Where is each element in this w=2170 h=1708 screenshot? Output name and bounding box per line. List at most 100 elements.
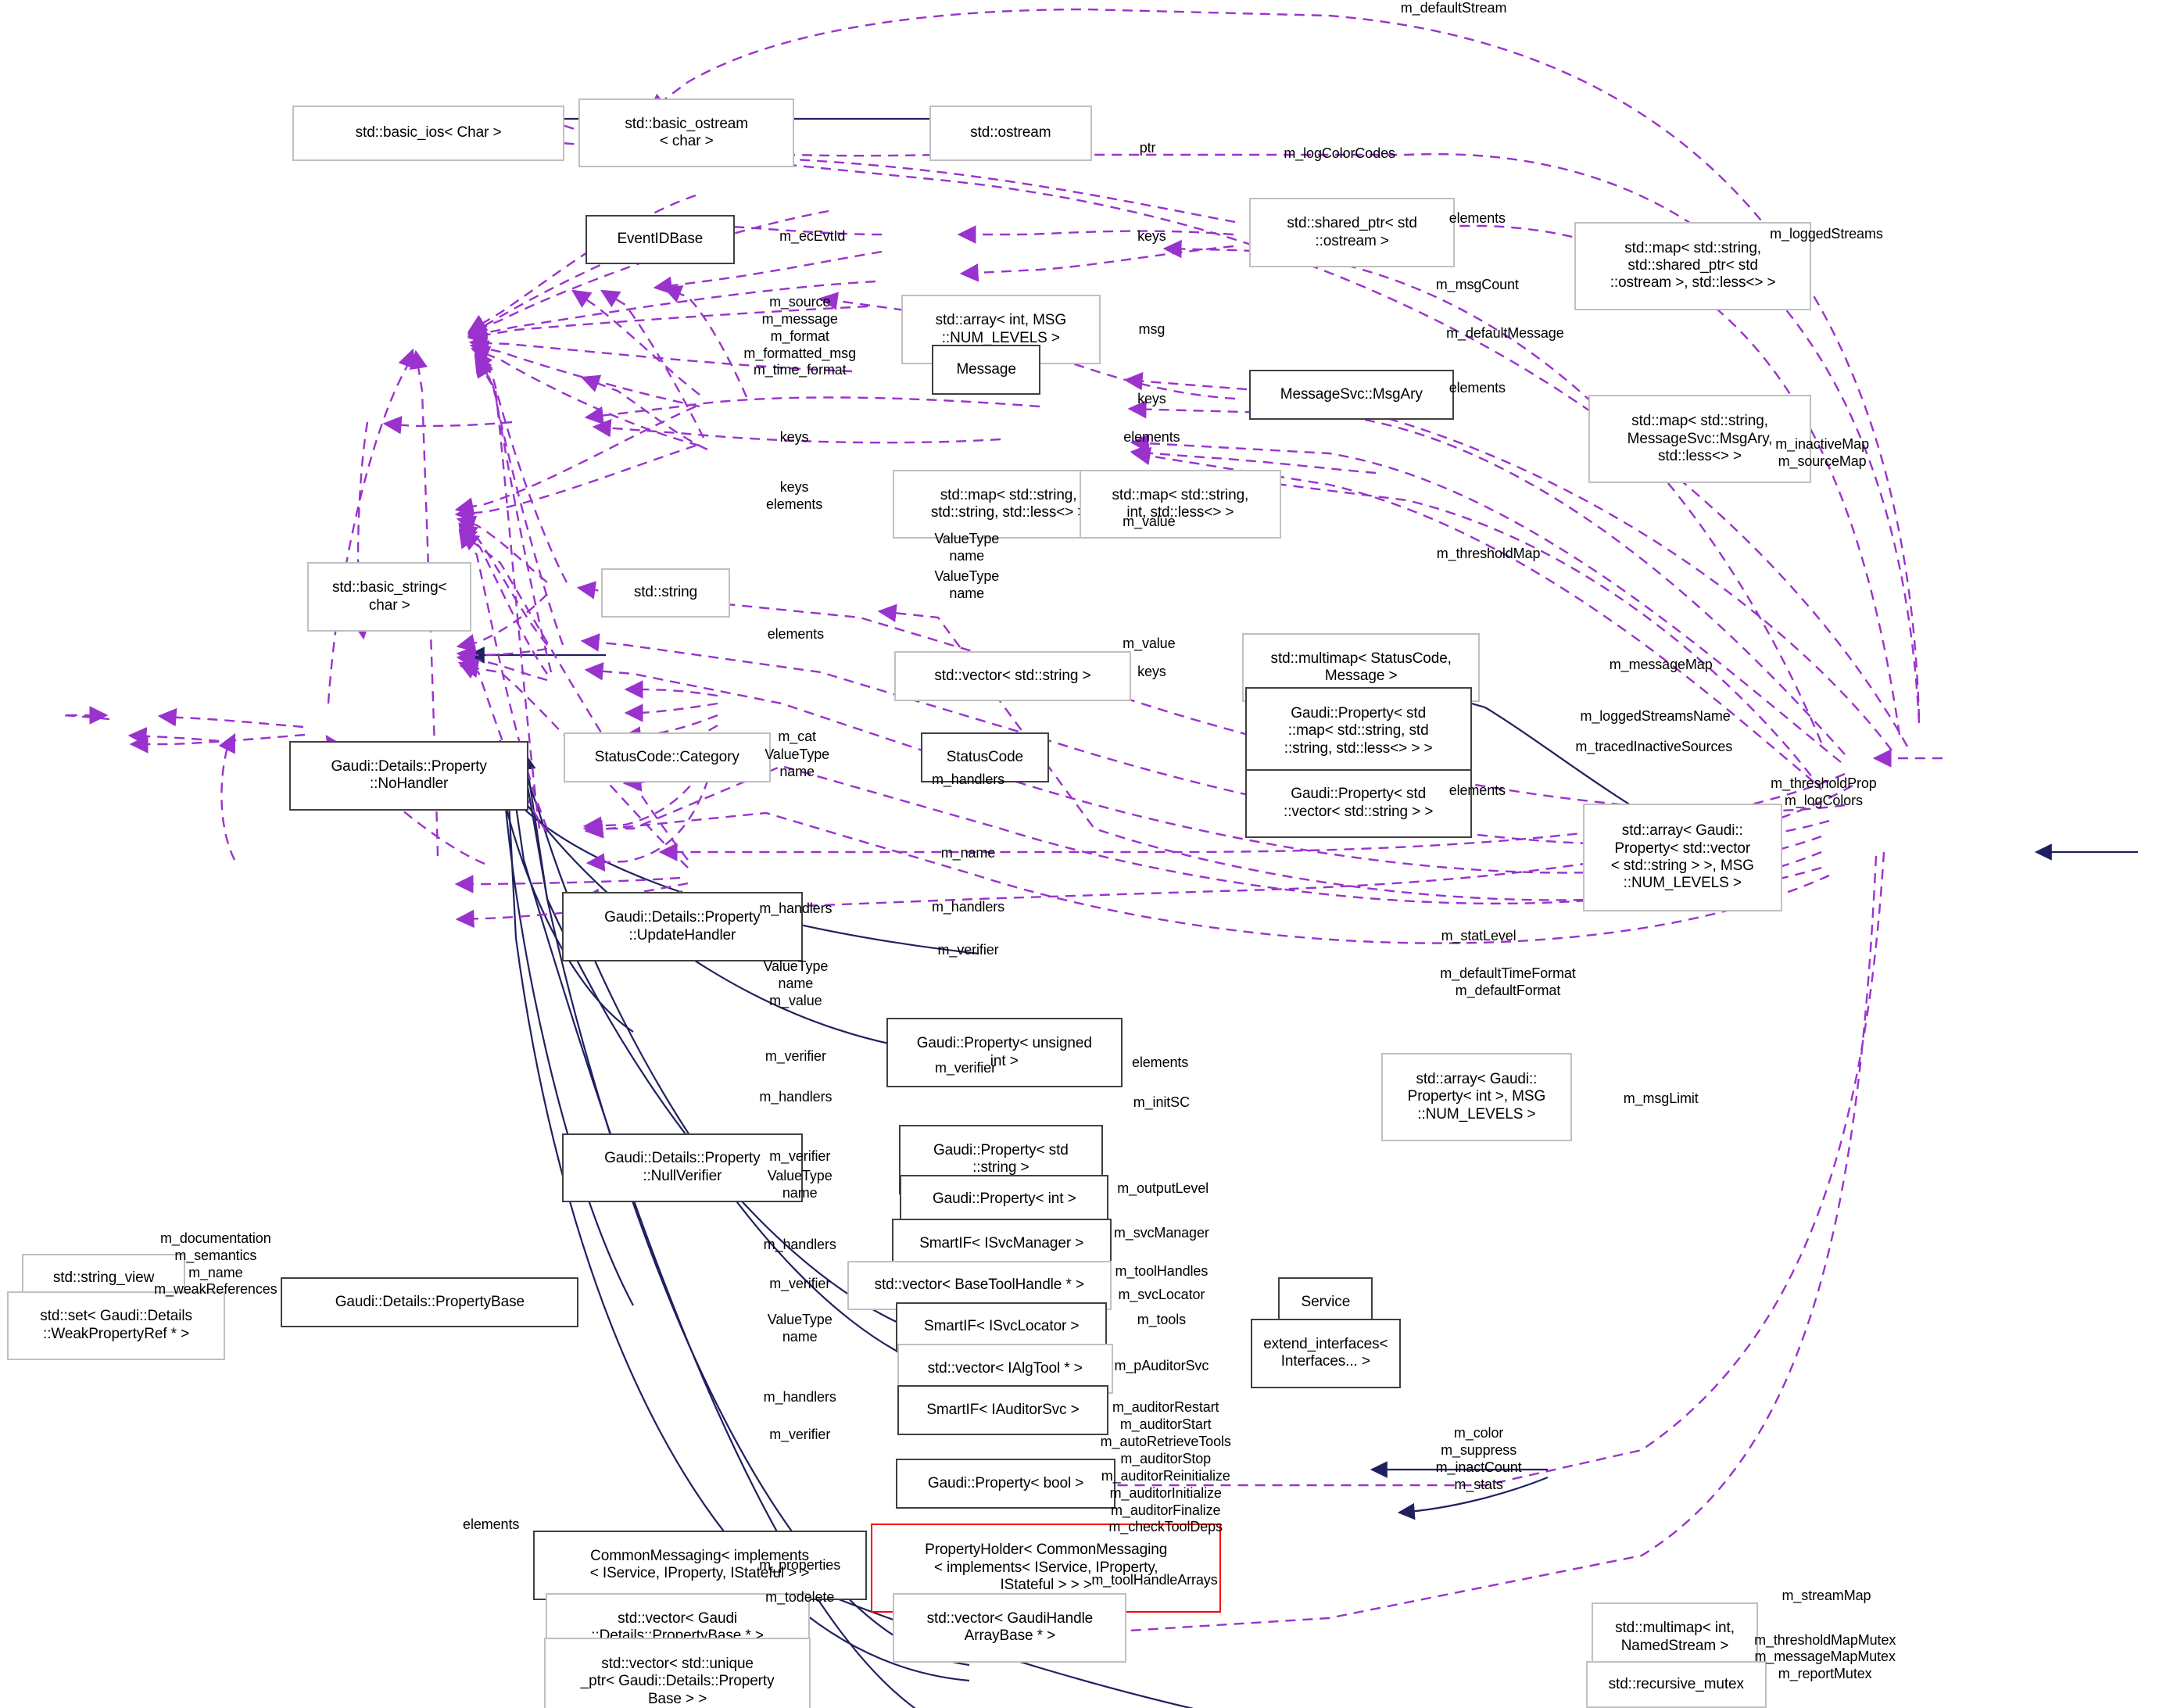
edge-label-msg: msg [1138, 321, 1166, 338]
class-node-message[interactable]: Message [932, 345, 1041, 396]
edge-label-valuetype_name_a: ValueType name [934, 530, 1000, 564]
edge-label-m_loggedStreamsName: m_loggedStreamsName [1580, 707, 1731, 724]
class-node-map_str_int[interactable]: std::map< std::string, int, std::less<> … [1079, 469, 1281, 539]
edge-label-m_tools: m_tools [1137, 1312, 1187, 1328]
class-node-extend_interfaces[interactable]: extend_interfaces< Interfaces... > [1250, 1319, 1401, 1388]
edge-label-m_defaultMessage: m_defaultMessage [1446, 325, 1564, 342]
edge-label-m_handlers_f: m_handlers [763, 1389, 836, 1405]
class-node-service[interactable]: Service [1278, 1277, 1373, 1327]
class-node-smartif_iauditorsvc[interactable]: SmartIF< IAuditorSvc > [897, 1385, 1109, 1435]
edge-label-m_documentation: m_documentation m_semantics m_name [160, 1230, 271, 1280]
class-node-string[interactable]: std::string [600, 568, 731, 618]
class-node-recursive_mutex[interactable]: std::recursive_mutex [1585, 1660, 1767, 1708]
edge-label-m_streamMap: m_streamMap [1781, 1587, 1871, 1603]
edge-label-m_outputLevel: m_outputLevel [1117, 1180, 1209, 1196]
edge-label-m_statLevel: m_statLevel [1441, 928, 1516, 944]
edge-label-m_toolHandles: m_toolHandles [1115, 1263, 1209, 1280]
edge-label-m_thresholdMap: m_thresholdMap [1436, 546, 1541, 562]
edge-label-m_verifier_a: m_verifier [937, 942, 999, 958]
edge-label-m_name: m_name [940, 844, 996, 861]
edge-label-m_verifier_e: m_verifier [769, 1276, 831, 1292]
class-node-basic_ostream[interactable]: std::basic_ostream < char > [578, 98, 795, 168]
class-node-ostream[interactable]: std::ostream [929, 105, 1092, 161]
class-node-smartif_isvcmanager[interactable]: SmartIF< ISvcManager > [891, 1219, 1112, 1269]
class-node-array_gaudi_prop_int[interactable]: std::array< Gaudi:: Property< int >, MSG… [1381, 1052, 1572, 1142]
class-node-basic_string_char[interactable]: std::basic_string< char > [307, 562, 472, 632]
class-node-vec_gaudihandlearray[interactable]: std::vector< GaudiHandle ArrayBase * > [893, 1592, 1127, 1663]
edge-label-m_weakReferences: m_weakReferences [154, 1281, 278, 1298]
class-node-vector_string[interactable]: std::vector< std::string > [894, 650, 1131, 701]
class-node-prop_map_str_str[interactable]: Gaudi::Property< std ::map< std::string,… [1244, 686, 1472, 776]
edge-label-m_todelete: m_todelete [765, 1588, 835, 1605]
class-node-msgary[interactable]: MessageSvc::MsgAry [1248, 370, 1454, 420]
class-node-map_str_sharedptr[interactable]: std::map< std::string, std::shared_ptr< … [1574, 221, 1811, 310]
class-node-shared_ptr_ostream[interactable]: std::shared_ptr< std ::ostream > [1248, 198, 1456, 267]
edge-label-m_value_b: m_value [1123, 636, 1176, 652]
class-node-array_gaudi_prop_vecstr[interactable]: std::array< Gaudi:: Property< std::vecto… [1583, 803, 1782, 912]
edge-label-m_handlers_e: m_handlers [763, 1237, 836, 1253]
edge-label-m_logColorCodes: m_logColorCodes [1284, 145, 1395, 162]
class-node-statuscode_cat[interactable]: StatusCode::Category [563, 732, 771, 783]
edge-label-m_tracedInactiveSources: m_tracedInactiveSources [1575, 738, 1733, 754]
class-node-vec_unique_propbase[interactable]: std::vector< std::unique _ptr< Gaudi::De… [543, 1637, 811, 1708]
edge-label-valuetype_name_b: ValueType name [934, 568, 1000, 601]
edge-label-keys_elements: keys elements [765, 479, 823, 513]
class-node-eventidbase[interactable]: EventIDBase [585, 214, 735, 265]
edge-label-m_svcLocator: m_svcLocator [1118, 1287, 1205, 1303]
edge-label-m_verifier_d: m_verifier [769, 1148, 831, 1165]
edge-label-elements_f: elements [1131, 1054, 1189, 1070]
class-node-prop_int[interactable]: Gaudi::Property< int > [900, 1174, 1109, 1225]
edge-label-m_defaultTimeFormat: m_defaultTimeFormat m_defaultFormat [1440, 965, 1576, 999]
class-node-prop_updatehandler[interactable]: Gaudi::Details::Property ::UpdateHandler [561, 892, 803, 961]
edge-label-m_svcManager: m_svcManager [1113, 1224, 1209, 1241]
edge-label-valuetype_name_e: ValueType name [767, 1312, 833, 1345]
edge-label-m_pAuditorSvc: m_pAuditorSvc [1114, 1357, 1209, 1373]
edge-label-m_cat: m_cat [778, 729, 816, 745]
edge-label-elements_g: elements [463, 1516, 520, 1533]
class-node-set_weakpropref[interactable]: std::set< Gaudi::Details ::WeakPropertyR… [6, 1291, 226, 1361]
edge-label-m_msgLimit: m_msgLimit [1623, 1090, 1699, 1106]
class-node-map_str_msgary[interactable]: std::map< std::string, MessageSvc::MsgAr… [1588, 395, 1811, 484]
class-node-multimap_namedstream[interactable]: std::multimap< int, NamedStream > [1591, 1602, 1759, 1672]
class-node-prop_nullverifier[interactable]: Gaudi::Details::Property ::NullVerifier [561, 1133, 803, 1203]
edge-label-valuetype_name_value: ValueType name m_value [763, 958, 829, 1009]
class-node-vec_basetoolhandle[interactable]: std::vector< BaseToolHandle * > [847, 1260, 1112, 1311]
edge-label-elements_a: elements [1448, 210, 1506, 227]
class-node-commonmessaging[interactable]: CommonMessaging< implements < IService, … [532, 1531, 867, 1600]
edge-label-m_ecEvtId: m_ecEvtId [779, 228, 846, 245]
edge-label-m_toolHandleArrays: m_toolHandleArrays [1091, 1572, 1218, 1588]
edge-label-m_value_a: m_value [1123, 514, 1176, 530]
edge-label-keys_a: keys [1137, 228, 1166, 245]
class-node-statuscode[interactable]: StatusCode [921, 732, 1049, 783]
class-node-propertybase[interactable]: Gaudi::Details::PropertyBase [281, 1277, 579, 1327]
edge-label-m_inactiveMap: m_inactiveMap m_sourceMap [1775, 436, 1870, 470]
edge-label-elements_b: elements [1448, 379, 1506, 396]
class-node-prop_bool[interactable]: Gaudi::Property< bool > [895, 1459, 1116, 1509]
edge-label-m_initSC: m_initSC [1133, 1094, 1190, 1110]
edge-label-elements_d: elements [767, 625, 824, 642]
edge-label-m_thresholdProp: m_thresholdProp m_logColors [1771, 775, 1877, 809]
class-node-prop_uint[interactable]: Gaudi::Property< unsigned int > [886, 1018, 1123, 1088]
edge-label-ptr: ptr [1139, 139, 1156, 156]
edge-label-valuetype_name_c: ValueType name [765, 747, 830, 780]
edge-label-msg_fields: m_source m_message m_format m_formatted_… [743, 293, 856, 378]
edge-label-elements_e: elements [1448, 782, 1506, 799]
edge-label-m_msgCount: m_msgCount [1435, 277, 1519, 293]
class-node-prop_nohandler[interactable]: Gaudi::Details::Property ::NoHandler [289, 741, 529, 811]
edge-label-m_verifier_c: m_verifier [934, 1059, 996, 1076]
class-node-prop_vec_str[interactable]: Gaudi::Property< std ::vector< std::stri… [1244, 768, 1472, 839]
edge-label-m_messageMap: m_messageMap [1609, 656, 1713, 672]
class-node-smartif_isvclocator[interactable]: SmartIF< ISvcLocator > [895, 1302, 1108, 1352]
class-node-basic_ios[interactable]: std::basic_ios< Char > [292, 105, 565, 161]
edge-label-keys_b: keys [1137, 390, 1166, 406]
edge-label-m_handlers_d: m_handlers [759, 1088, 833, 1105]
edge-label-m_defaultStream: m_defaultStream [1400, 0, 1507, 16]
edge-label-m_thresholdMapMutex: m_thresholdMapMutex m_messageMapMutex m_… [1754, 1631, 1896, 1682]
class-node-vec_ialgtool[interactable]: std::vector< IAlgTool * > [897, 1343, 1113, 1394]
edge-label-elements_c: elements [1123, 429, 1180, 446]
edge-label-valuetype_name_d: ValueType name [767, 1167, 833, 1201]
edge-label-auditor_flags: m_auditorRestart m_auditorStart m_autoRe… [1100, 1398, 1231, 1535]
edge-label-m_handlers_b: m_handlers [759, 900, 833, 916]
